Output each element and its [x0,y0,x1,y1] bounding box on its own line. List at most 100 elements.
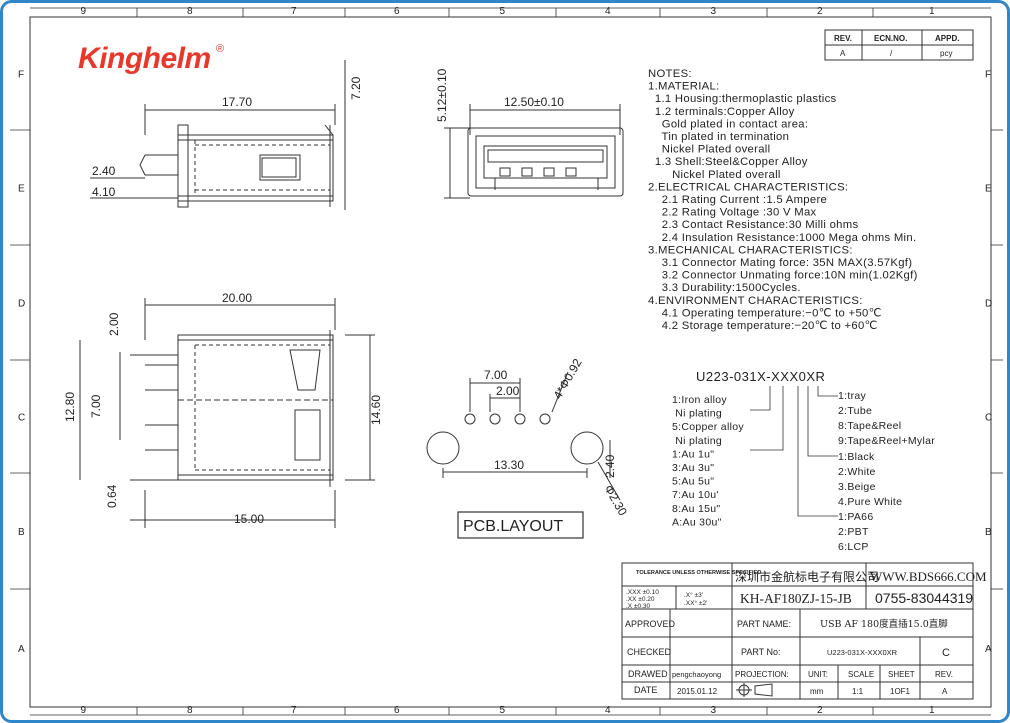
zone-col-top-6: 6 [394,6,400,17]
option-color: 3.Beige [838,481,876,493]
dim-pcb-e: 2.40 [603,454,617,478]
unit-label: UNIT: [808,670,828,679]
dim-front-height: 5.12±0.10 [435,68,449,122]
option-base: 7:Au 10u' [672,489,719,501]
zone-row-left-E: E [18,184,25,195]
part-reference: KH-AF180ZJ-15-JB [740,591,852,606]
note-line: 1.1 Housing:thermoplastic plastics [648,93,837,105]
note-line: 1.2 terminals:Copper Alloy [648,106,795,118]
checked-label: CHECKED [627,647,672,657]
option-packing: 9:Tape&Reel+Mylar [838,435,935,447]
dim-side-e: 0.64 [105,484,119,508]
note-line: NOTES: [648,68,692,80]
option-base: Ni plating [672,408,722,420]
rev-value: A [840,49,846,58]
option-base: 5:Au 5u" [672,476,714,488]
dim-pcb-c: 4*Φ0.92 [550,356,584,402]
zone-col-bottom-9: 9 [81,705,87,716]
note-line: 4.ENVIRONMENT CHARACTERISTICS: [648,295,863,307]
drawed-label: DRAWED [628,669,668,679]
note-line: Nickel Plated overall [648,169,781,181]
dim-side-top-width: 17.70 [222,95,252,109]
zone-col-top-4: 4 [605,6,611,17]
zone-row-left-C: C [18,413,25,424]
tolerance-title: TOLERANCE UNLESS OTHERWISE SPECIFIED [636,570,761,576]
rev-label: REV. [935,670,953,679]
note-line: 2.2 Rating Voltage :30 V Max [648,207,817,219]
sheet-label: SHEET [888,670,915,679]
option-base: 1:Iron alloy [672,394,727,406]
part-rev: C [942,647,950,659]
brand-logo-mark: ® [216,43,224,55]
date-label: DATE [634,685,657,695]
approved-label: APPROVED [625,619,676,629]
dim-pcb-b: 2.00 [496,384,520,398]
zone-row-right-D: D [985,299,992,310]
note-line: 4.2 Storage temperature:−20℃ to +60℃ [648,320,878,332]
zone-col-top-7: 7 [291,6,297,17]
note-line: 4.1 Operating temperature:−0℃ to +50℃ [648,307,882,319]
zone-row-right-B: B [985,527,992,538]
zone-col-bottom-4: 4 [605,705,611,716]
drawer-name: pengchaoyong [672,670,721,679]
pcb-layout [426,371,621,539]
company-phone: 0755-83044319 [875,590,973,606]
option-packing: 2:Tube [838,405,872,417]
ecn-header: ECN.NO. [874,34,907,43]
rev-header: REV. [834,34,852,43]
note-line: 3.1 Connector Mating force: 35N MAX(3.57… [648,257,912,269]
option-material: 1:PA66 [838,511,873,523]
part-name: USB AF 180度直插15.0直脚 [820,618,948,630]
note-line: 1.MATERIAL: [648,81,720,93]
note-line: 3.MECHANICAL CHARACTERISTICS: [648,244,853,256]
note-line: 2.4 Insulation Resistance:1000 Mega ohms… [648,232,916,244]
dim-side-a: 2.00 [107,312,121,336]
dim-pcb-d: 13.30 [494,458,524,472]
scale-value: 1:1 [852,687,864,696]
unit-value: mm [810,687,824,696]
option-material: 6:LCP [838,541,869,553]
company-website: WWW.BDS666.COM [870,569,987,584]
option-base: A:Au 30u" [672,516,722,528]
note-line: 1.3 Shell:Steel&Copper Alloy [648,156,808,168]
zone-col-top-9: 9 [81,6,87,17]
scale-label: SCALE [848,670,874,679]
tolerance-line-2: .XX ±0.20 [626,596,655,603]
part-no-label: PART No: [741,647,781,657]
tolerance-line-1: .XXX ±0.10 [626,589,659,596]
option-base: 3:Au 3u" [672,462,714,474]
sheet-value: 1OF1 [890,687,911,696]
zone-row-left-D: D [18,299,25,310]
zone-col-top-1: 1 [929,6,935,17]
part-name-label: PART NAME: [737,619,791,629]
note-line: Gold plated in contact area: [648,118,808,130]
part-code: U223-031X-XXX0XR [696,369,825,384]
zone-col-top-5: 5 [500,6,506,17]
option-packing: 1:tray [838,390,867,402]
revision-table: REV. ECN.NO. APPD. A / pcy [824,29,974,61]
option-base: 5:Copper alloy [672,421,744,433]
zone-row-right-F: F [985,70,991,81]
zone-col-bottom-2: 2 [817,705,823,716]
zone-row-left-B: B [18,527,25,538]
zone-col-bottom-3: 3 [711,705,717,716]
angle-tolerance-2: .XX° ±2' [684,599,707,607]
zone-col-top-8: 8 [187,6,193,17]
side-view-bottom [79,298,375,528]
company-name: 深圳市金航标电子有限公司 [735,569,879,584]
option-material: 2:PBT [838,526,869,538]
projection-label: PROJECTION: [735,670,789,679]
zone-col-bottom-1: 1 [929,705,935,716]
part-no: U223-031X-XXX0XR [827,648,898,657]
front-view [444,104,624,199]
zone-row-right-E: E [985,184,992,195]
note-line: 3.3 Durability:1500Cycles. [648,282,801,294]
brand-logo: Kinghelm [78,42,211,75]
option-color: 2:White [838,466,876,478]
zone-col-bottom-6: 6 [394,705,400,716]
